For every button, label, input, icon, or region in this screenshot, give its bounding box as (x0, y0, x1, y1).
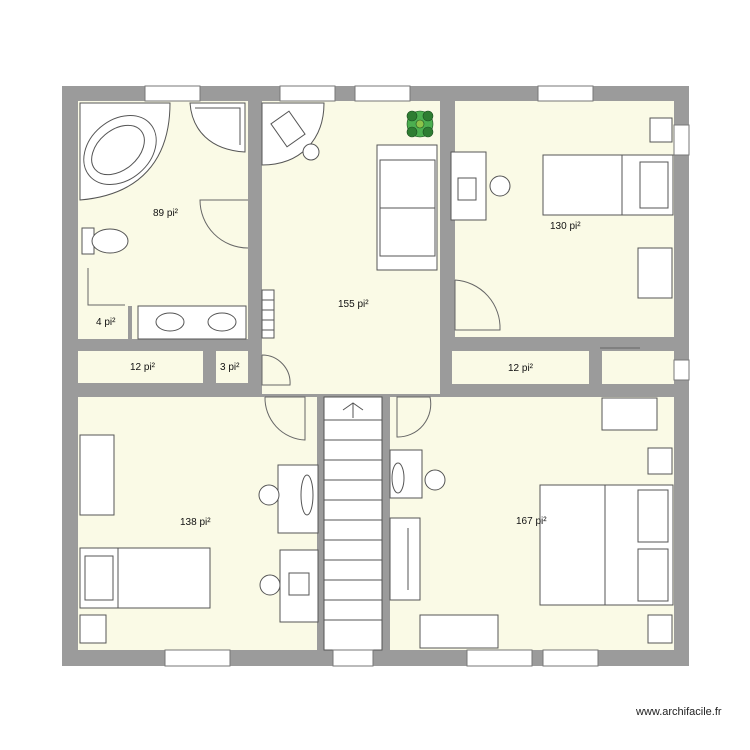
window-bottom-4 (542, 649, 599, 667)
door-wc (87, 268, 125, 306)
bedroom-se-furniture (389, 397, 674, 649)
cabinet-se (389, 517, 421, 601)
doors (87, 199, 640, 441)
bedroom-ne-floor (455, 101, 674, 337)
window-top-3 (354, 85, 411, 102)
staircase (323, 396, 383, 651)
nightstand-sw (79, 614, 107, 644)
hall-furniture (261, 102, 438, 339)
corner-shower (189, 102, 246, 153)
closet-e2-floor (602, 351, 674, 384)
room-label-bedroom-se: 167 pi² (516, 516, 547, 527)
watermark: www.archifacile.fr (636, 706, 722, 718)
window-top-2 (279, 85, 336, 102)
door-bedroom-se (396, 396, 432, 438)
window-right-1 (673, 124, 690, 156)
nightstand-se-2 (647, 614, 673, 644)
dresser-se (601, 397, 658, 431)
room-label-closet-w: 12 pi² (130, 362, 156, 373)
window-bottom-1 (164, 649, 231, 667)
room-label-closet-tiny: 3 pi² (220, 362, 240, 373)
room-label-bedroom-ne: 130 pi² (550, 221, 581, 232)
door-closet-tiny (261, 354, 291, 386)
closet-w-floor (78, 351, 203, 383)
room-label-bedroom-sw: 138 pi² (180, 517, 211, 528)
door-bathroom (199, 199, 249, 249)
window-bottom-2 (332, 649, 374, 667)
window-top-1 (144, 85, 201, 102)
nightstand-ne-1 (649, 117, 673, 143)
nightstand-se-1 (647, 447, 673, 475)
room-label-closet-e: 12 pi² (508, 363, 534, 374)
windows (144, 85, 690, 667)
room-label-wc-small: 4 pi² (96, 317, 116, 328)
bedroom-sw-furniture (79, 434, 319, 644)
hall-stair-floor (262, 384, 440, 394)
door-bedroom-sw (264, 396, 306, 441)
wc-small-floor (78, 306, 128, 339)
bedroom-ne-furniture (450, 117, 674, 299)
tv-unit-se (419, 614, 499, 649)
dresser-ne (637, 247, 673, 299)
door-bedroom-ne (454, 279, 501, 331)
room-label-hall: 155 pi² (338, 299, 369, 310)
wardrobe-sw (79, 434, 115, 516)
window-right-2 (673, 359, 690, 381)
bathroom-fixtures (79, 102, 247, 340)
closet-tiny-floor (216, 351, 248, 383)
bookshelf (261, 289, 275, 339)
window-top-4 (537, 85, 594, 102)
window-bottom-3 (466, 649, 533, 667)
plant-icon (406, 110, 434, 138)
room-label-bathroom: 89 pi² (153, 208, 179, 219)
closet-e-floor (452, 351, 589, 384)
